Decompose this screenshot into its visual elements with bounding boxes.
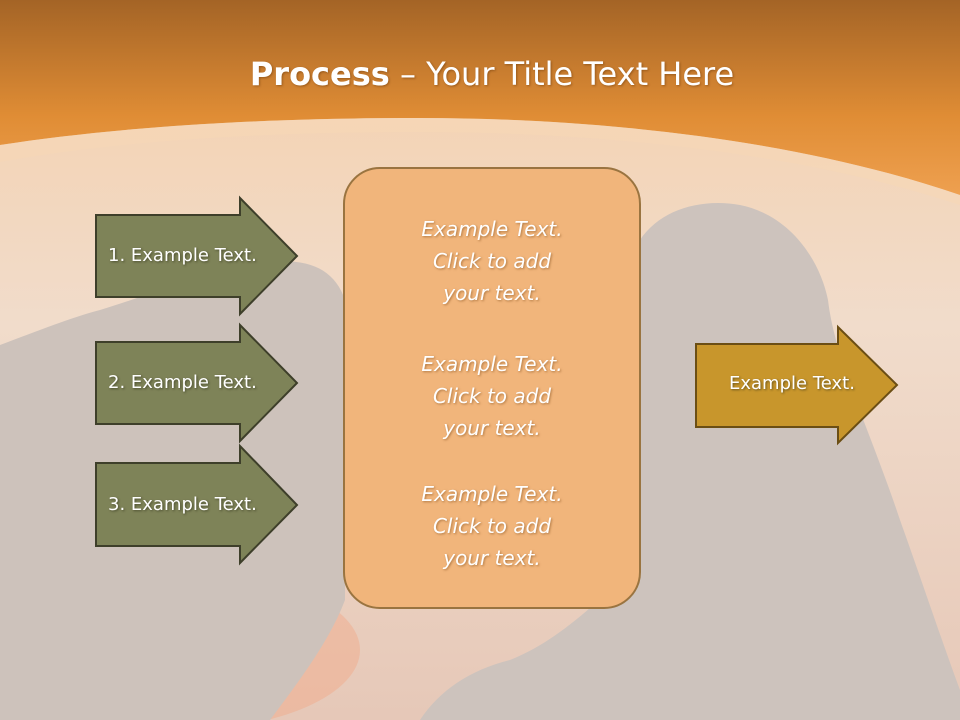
paragraph-line: your text.	[443, 416, 541, 440]
center-paragraph-2: Example Text. Click to add your text.	[346, 348, 638, 444]
center-paragraph-3: Example Text. Click to add your text.	[346, 478, 638, 574]
paragraph-line: Example Text.	[421, 352, 563, 376]
title-rest: – Your Title Text Here	[389, 55, 735, 93]
center-paragraph-1: Example Text. Click to add your text.	[346, 213, 638, 309]
paragraph-line: your text.	[443, 546, 541, 570]
paragraph-line: Click to add	[432, 514, 552, 538]
paragraph-line: Example Text.	[421, 482, 563, 506]
paragraph-line: Example Text.	[421, 217, 563, 241]
center-text-box[interactable]	[343, 167, 641, 609]
silhouette-right	[420, 203, 960, 720]
paragraph-line: your text.	[443, 281, 541, 305]
step-2-label: 2. Example Text.	[108, 372, 257, 393]
header-band	[0, 0, 960, 195]
paragraph-line: Click to add	[432, 384, 552, 408]
title-strong: Process	[249, 55, 390, 93]
result-arrow[interactable]	[695, 324, 899, 446]
step-arrow-3[interactable]	[95, 443, 299, 566]
slide-title[interactable]: Process – Your Title Text Here	[0, 52, 960, 96]
header-arc-light	[0, 118, 960, 205]
step-arrow-1[interactable]	[95, 195, 299, 317]
step-3-label: 3. Example Text.	[108, 494, 257, 515]
paragraph-line: Click to add	[432, 249, 552, 273]
result-label: Example Text.	[729, 373, 855, 394]
step-arrow-2[interactable]	[95, 322, 299, 444]
step-1-label: 1. Example Text.	[108, 245, 257, 266]
